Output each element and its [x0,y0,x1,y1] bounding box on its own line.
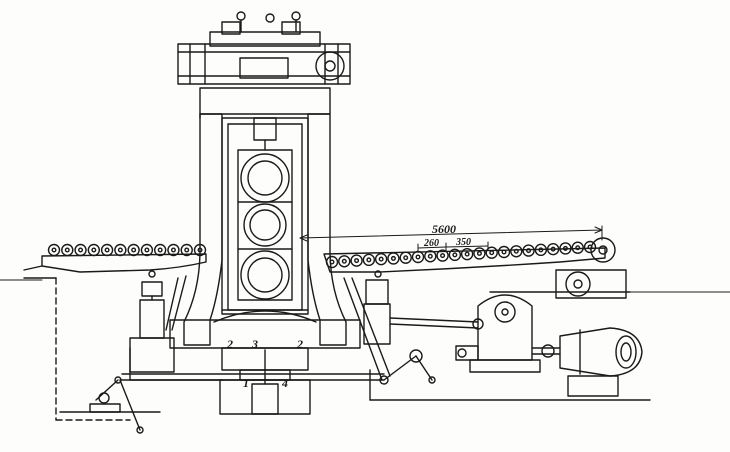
roller-left-11-axle [184,247,190,253]
roller-right-2 [338,255,351,268]
roller-right-12 [460,247,474,261]
roller-right-10 [436,249,449,262]
roller-right-17 [522,244,535,257]
roller-right-12-axle [464,251,470,257]
roller-right-13-axle [476,250,482,256]
roller-right-19-axle [550,246,556,252]
roller-right-14-axle [489,250,495,256]
roller-right-16-axle [513,248,519,254]
callout-2-left: 2 [226,337,233,351]
roller-right-1-axle [329,259,335,265]
roller-left-12-axle [197,247,203,253]
dimension-lines [299,225,603,253]
roller-right-17-axle [526,248,532,254]
roller-right-7 [399,251,412,264]
roller-left-4-axle [91,247,97,253]
callout-3: 3 [251,337,258,351]
roller-right-6 [387,252,400,265]
dimension-label-pitch-large: 350 [455,237,471,248]
roller-left-1-axle [51,247,57,253]
roller-right-22 [583,240,597,254]
roller-left-7 [127,243,140,257]
callout-4: 4 [281,376,288,390]
roller-right-15 [497,245,511,259]
roller-left-11 [180,243,193,257]
dimension-label-pitch-small: 260 [423,238,439,249]
roller-right-4 [362,253,376,267]
roller-right-9 [424,250,437,263]
callout-1: 1 [243,376,249,390]
drive-motor [541,327,643,397]
roll-set [237,149,293,301]
roller-right-21 [571,241,584,254]
roller-left-7-axle [131,247,137,253]
roller-left-8 [140,243,154,257]
roller-right-13 [473,247,486,260]
roller-right-11-axle [452,252,458,258]
roller-right-16 [510,245,523,258]
roller-right-9-axle [427,253,433,259]
left-lift-mechanism [89,270,187,434]
right-roller-table [323,237,631,299]
roller-left-9 [153,243,167,257]
roller-right-19 [546,242,560,256]
roller-right-14 [485,246,498,259]
roller-right-3-axle [354,258,360,264]
roller-right-21-axle [575,245,581,251]
callout-2-right: 2 [296,337,303,351]
roller-left-6-axle [117,247,123,253]
roller-right-5-axle [378,256,384,262]
roller-right-8 [411,250,425,264]
connecting-rods [121,317,479,381]
roller-right-2-axle [341,258,347,264]
crank-drive [455,294,561,373]
roller-right-18-axle [538,247,544,253]
roller-right-8-axle [415,254,421,260]
roller-right-4-axle [366,257,372,263]
roller-left-10 [167,243,180,257]
dimension-label-total: 5600 [432,222,456,236]
roller-right-10-axle [440,253,446,259]
roller-left-10-axle [170,247,176,253]
roller-right-7-axle [403,255,409,261]
roller-right-5 [374,252,388,266]
roller-left-5-axle [104,247,110,253]
roller-left-5 [100,243,114,257]
roller-left-1 [47,243,61,257]
roller-right-20-axle [562,245,568,251]
right-lift-mechanism [343,270,436,385]
roller-right-1 [325,255,339,269]
top-platform [177,11,351,119]
roller-right-20 [559,242,572,255]
roller-left-2 [61,243,74,257]
roller-left-12 [193,243,207,257]
roller-left-3 [74,243,87,257]
roller-left-8-axle [144,247,150,253]
roller-right-11 [448,248,462,262]
roller-left-9-axle [157,247,163,253]
roller-right-18 [534,243,548,257]
roller-left-3-axle [78,247,84,253]
roller-right-3 [350,254,363,267]
roller-right-15-axle [501,249,507,255]
roller-left-2-axle [64,247,70,253]
roller-left-6 [114,243,127,257]
roller-right-6-axle [390,255,396,261]
left-roller-table [23,243,207,273]
roller-left-4 [87,243,101,257]
